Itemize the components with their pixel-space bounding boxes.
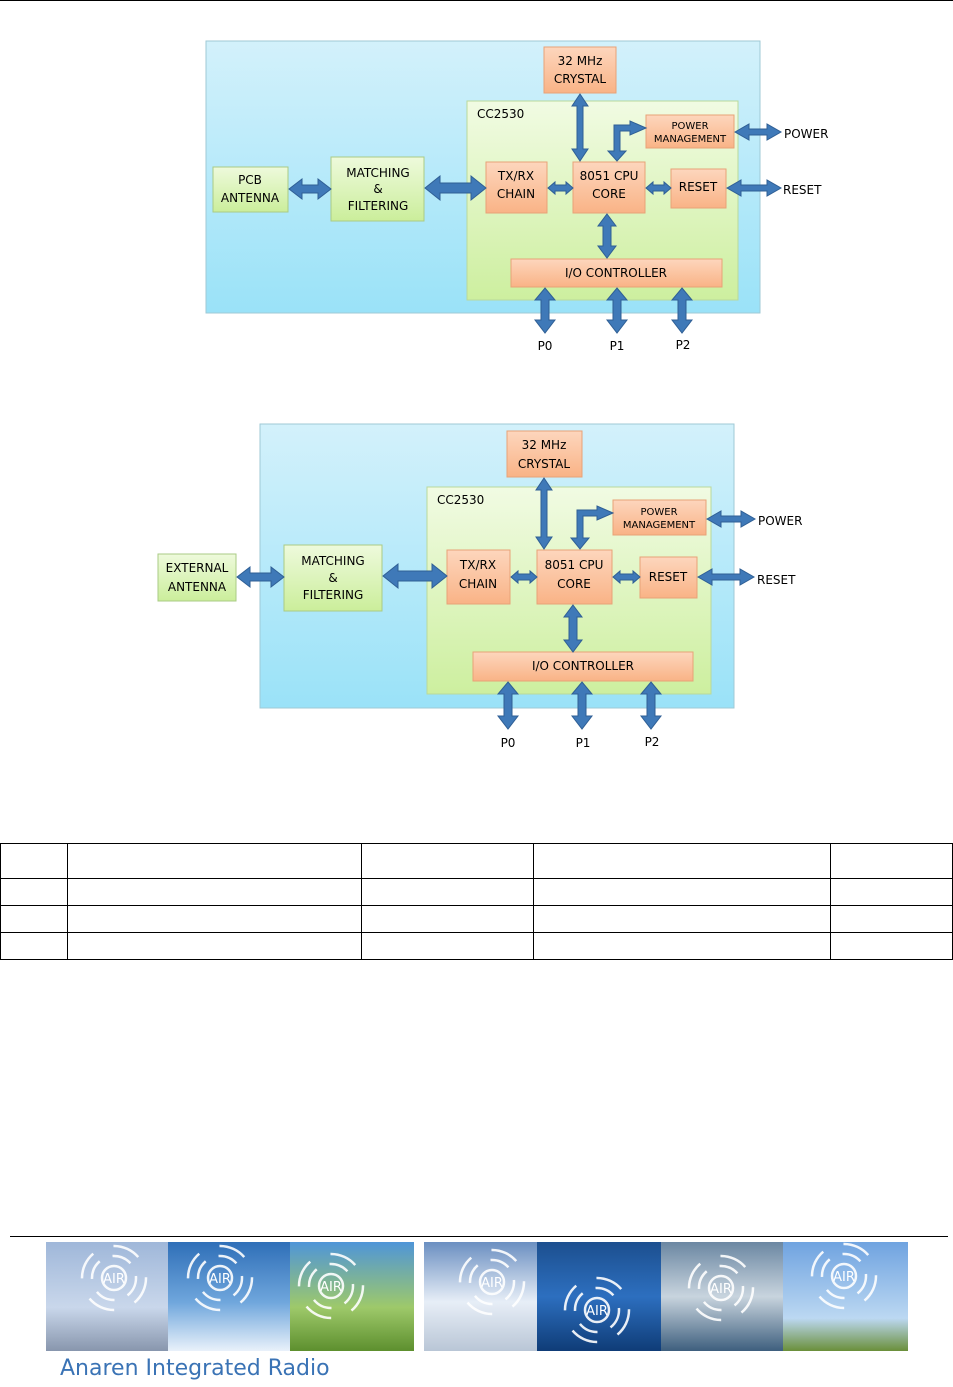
air-logo-text: AIR xyxy=(586,1304,608,1319)
air-logo-text: AIR xyxy=(833,1270,855,1285)
port-p2-label: P2 xyxy=(645,735,660,749)
cpu-label-2: CORE xyxy=(557,577,591,591)
antenna-label-2: ANTENNA xyxy=(221,191,280,205)
antenna-label-2: ANTENNA xyxy=(168,580,227,594)
txrx-label-1: TX/RX xyxy=(459,558,496,572)
txrx-label-2: CHAIN xyxy=(459,577,497,591)
diagram-1: CC2530 32 MHz CRYSTAL POWER MANAGEMENT P… xyxy=(205,40,828,353)
reset-block-label: RESET xyxy=(649,570,688,584)
air-logos: AIR AIR AIR AIR AIR AIR AIR xyxy=(80,1242,878,1344)
banner-photo-jump xyxy=(783,1242,908,1351)
power-label: POWER xyxy=(758,514,802,528)
table-row xyxy=(0,843,953,879)
port-p0-label: P0 xyxy=(538,339,553,353)
power-mgmt-label-1: POWER xyxy=(640,507,677,518)
port-p1-label: P1 xyxy=(610,339,625,353)
table-row xyxy=(0,932,953,960)
io-controller-label: I/O CONTROLLER xyxy=(532,659,634,673)
cpu-label-2: CORE xyxy=(592,187,626,201)
power-mgmt-label-2: MANAGEMENT xyxy=(654,134,727,145)
banner-photo-snowboard xyxy=(424,1242,537,1351)
port-p2-label: P2 xyxy=(676,338,691,352)
txrx-label-2: CHAIN xyxy=(497,187,535,201)
matching-label-3: FILTERING xyxy=(303,588,364,602)
header-rule xyxy=(0,0,953,1)
cpu-label-1: 8051 CPU xyxy=(580,169,639,183)
table-row xyxy=(0,905,953,933)
footer-rule xyxy=(10,1236,948,1237)
banner-photo-kayak xyxy=(661,1242,783,1351)
air-logo-text: AIR xyxy=(710,1282,732,1297)
port-p1-label: P1 xyxy=(576,736,591,750)
chip-label: CC2530 xyxy=(477,107,524,121)
power-label: POWER xyxy=(784,127,828,141)
banner-photo-white xyxy=(414,1242,424,1351)
air-logo-text: AIR xyxy=(103,1272,125,1287)
antenna-label-1: EXTERNAL xyxy=(166,561,229,575)
matching-label-3: FILTERING xyxy=(348,199,409,213)
air-logo-text: AIR xyxy=(209,1272,231,1287)
table-row xyxy=(0,878,953,906)
antenna-label-1: PCB xyxy=(238,173,262,187)
banner-photo-ski xyxy=(168,1242,290,1351)
matching-label-2: & xyxy=(328,571,337,585)
cpu-label-1: 8051 CPU xyxy=(545,558,604,572)
power-mgmt-label-1: POWER xyxy=(671,121,708,132)
chip-label: CC2530 xyxy=(437,493,484,507)
banner-photo-windsurf xyxy=(537,1242,661,1351)
banner-caption: Anaren Integrated Radio xyxy=(60,1356,330,1381)
crystal-label-2: CRYSTAL xyxy=(518,457,571,471)
footer-banner: AIR AIR AIR AIR AIR AIR AIR xyxy=(46,1242,908,1351)
air-logo-text: AIR xyxy=(320,1280,342,1295)
empty-table xyxy=(0,843,953,960)
matching-label-1: MATCHING xyxy=(346,166,409,180)
txrx-label-1: TX/RX xyxy=(497,169,534,183)
io-controller-label: I/O CONTROLLER xyxy=(565,266,667,280)
reset-label: RESET xyxy=(783,183,822,197)
banner-photo-skateboard xyxy=(46,1242,168,1351)
air-logo-text: AIR xyxy=(481,1276,503,1291)
power-mgmt-label-2: MANAGEMENT xyxy=(623,520,696,531)
crystal-label-1: 32 MHz xyxy=(558,54,603,68)
reset-label: RESET xyxy=(757,573,796,587)
matching-label-2: & xyxy=(373,182,382,196)
crystal-label-2: CRYSTAL xyxy=(554,72,607,86)
port-p0-label: P0 xyxy=(501,736,516,750)
matching-label-1: MATCHING xyxy=(301,554,364,568)
reset-block-label: RESET xyxy=(679,180,718,194)
crystal-label-1: 32 MHz xyxy=(522,438,567,452)
diagram-2: CC2530 32 MHz CRYSTAL POWER MANAGEMENT E… xyxy=(157,423,802,750)
